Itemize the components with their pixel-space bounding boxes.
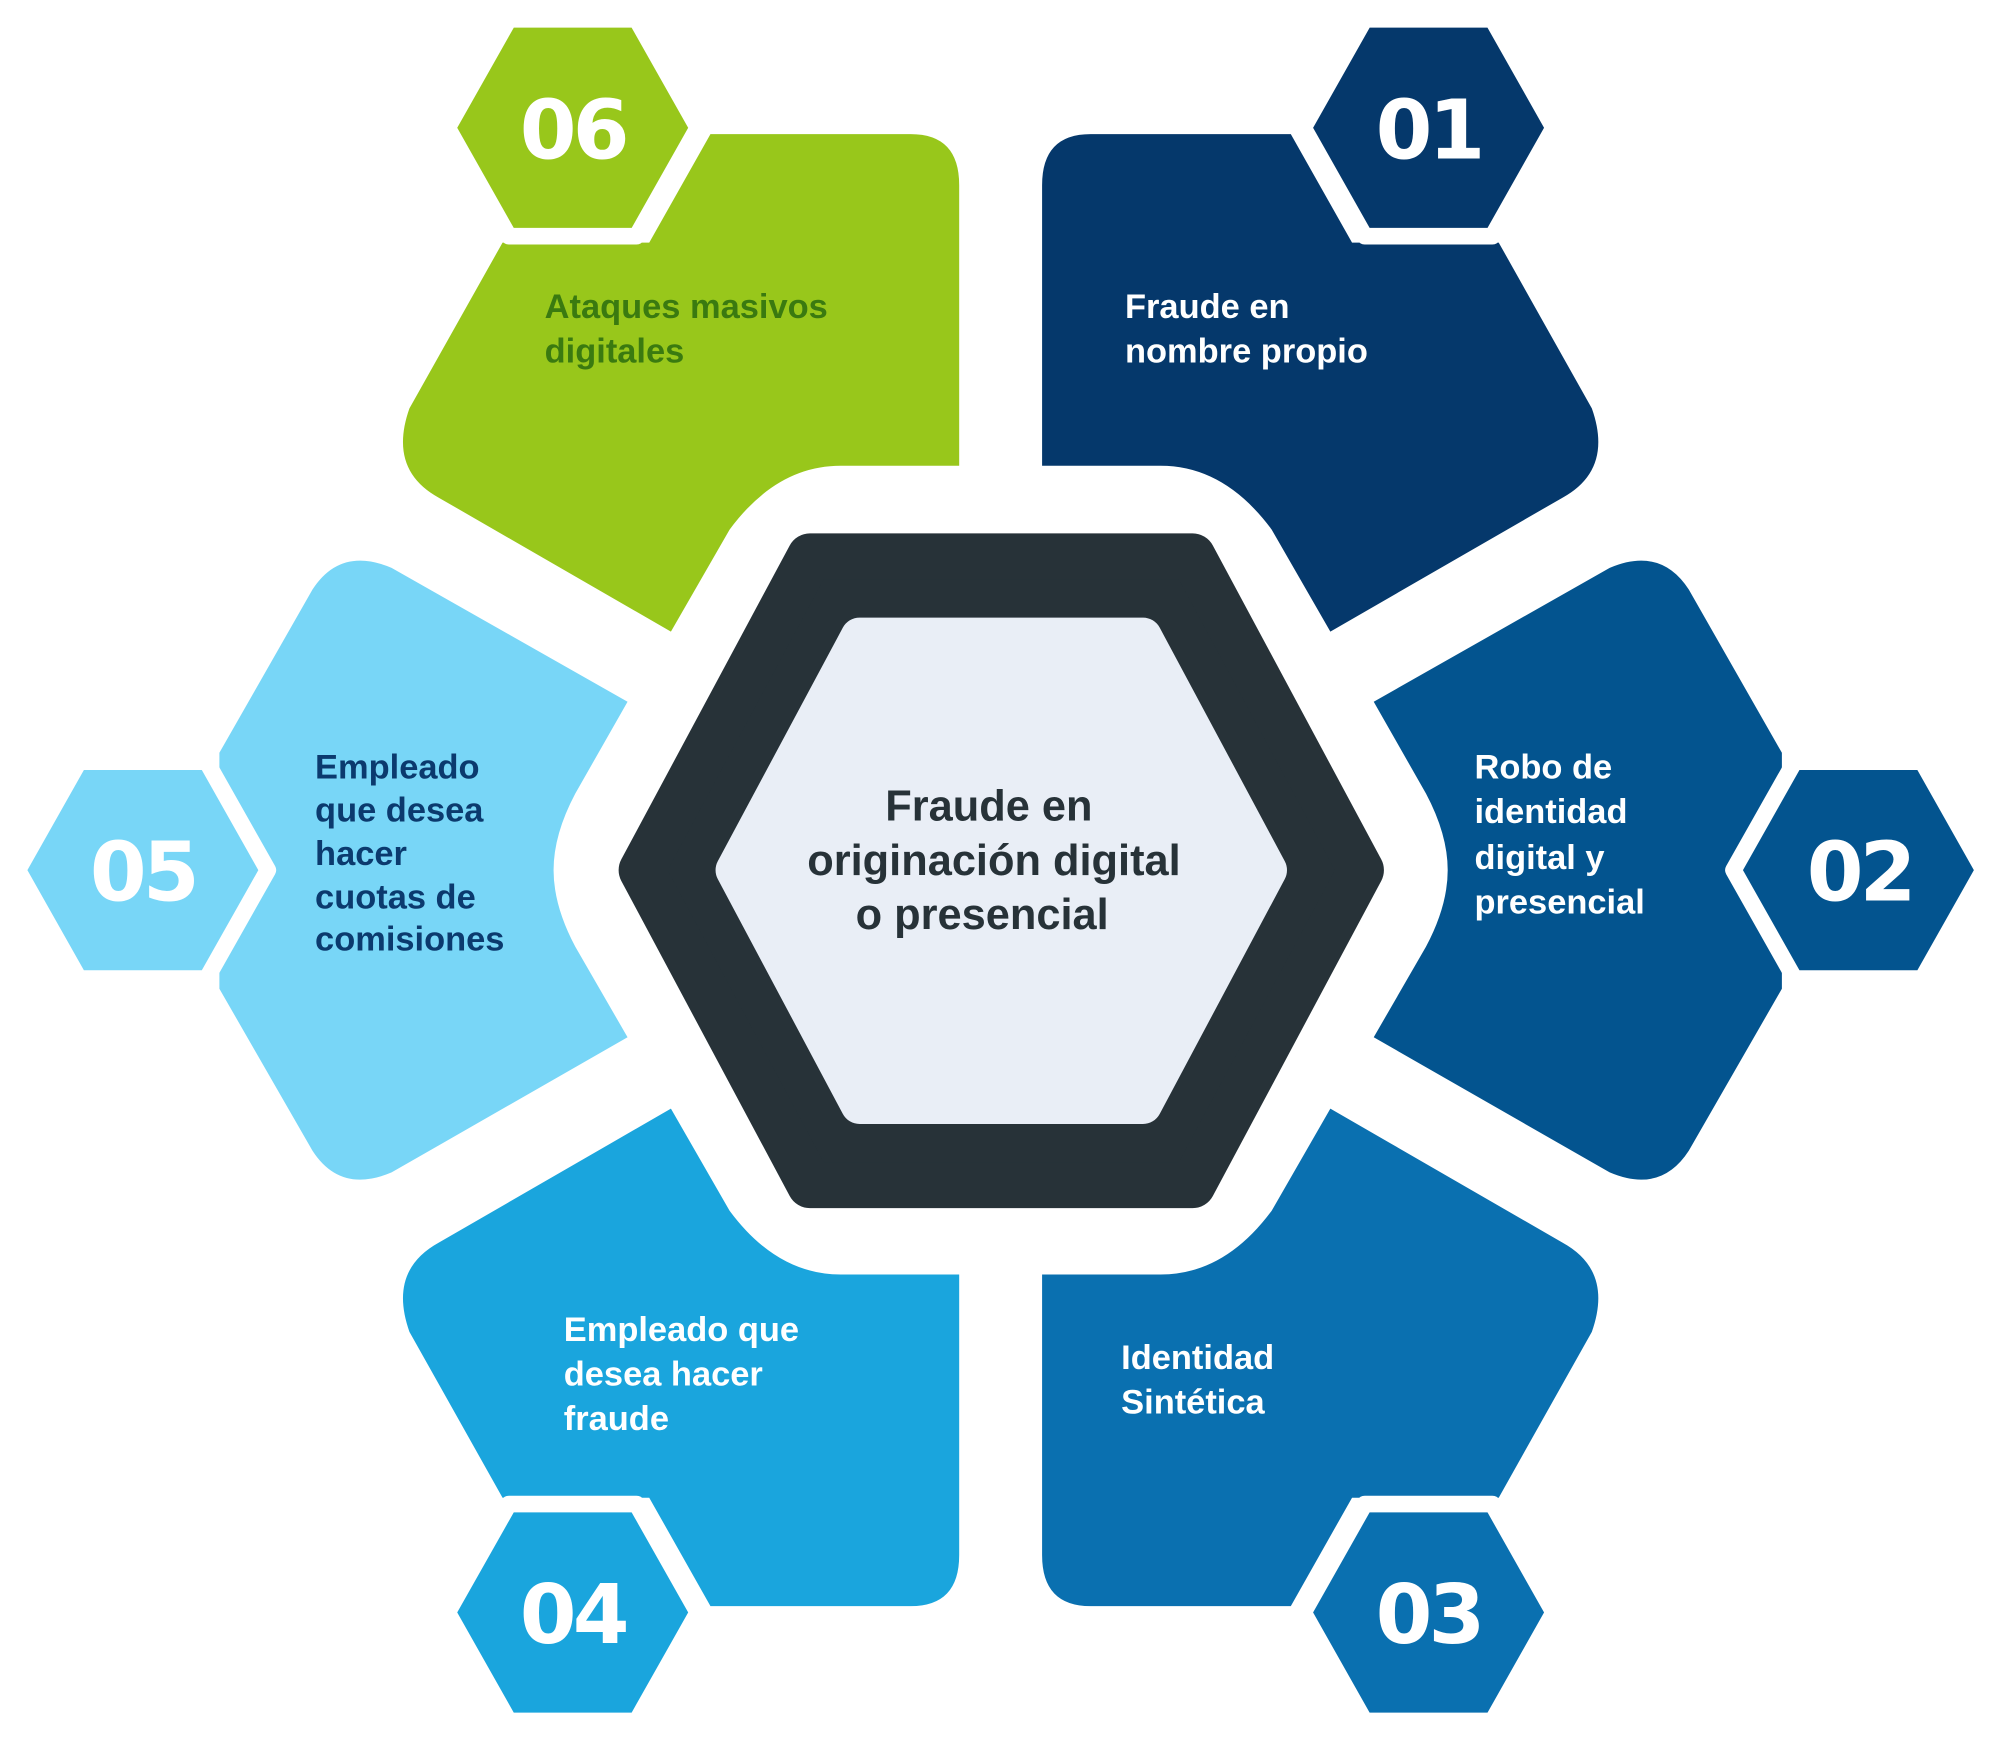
segment-02-shape	[1373, 560, 1782, 1180]
segment-06: 06 Ataques masivos digitales	[402, 11, 960, 632]
segment-02-number: 02	[1807, 826, 1913, 921]
segment-03-shape	[1042, 1108, 1599, 1607]
segment-02-number-hexagon	[1725, 753, 1992, 987]
segment-05-shape	[219, 560, 628, 1180]
segment-01-number: 01	[1376, 83, 1482, 178]
center-title: Fraude en originación digital o presenci…	[807, 782, 1192, 938]
segment-05-label: Empleado que desea hacer cuotas de comis…	[315, 748, 504, 958]
segment-03-number: 03	[1376, 1568, 1482, 1663]
segment-03-number-hexagon	[1295, 1495, 1562, 1730]
segment-01-label: Fraude en nombre propio	[1125, 288, 1368, 371]
segment-03-label: Identidad Sintética	[1121, 1339, 1284, 1422]
segment-06-number-hexagon	[439, 11, 706, 245]
segment-03: 03 Identidad Sintética	[1042, 1108, 1599, 1730]
segment-01: 01 Fraude en nombre propio	[1042, 11, 1599, 632]
segment-05: 05 Empleado que desea hacer cuotas de co…	[9, 560, 628, 1180]
segment-04-number: 04	[520, 1568, 627, 1663]
segment-02: 02 Robo de identidad digital y presencia…	[1373, 560, 1992, 1180]
segment-06-label: Ataques masivos digitales	[545, 288, 838, 371]
center-fill	[715, 617, 1287, 1124]
segment-04-number-hexagon	[439, 1495, 706, 1730]
segment-06-shape	[402, 134, 960, 632]
segment-02-label: Robo de identidad digital y presencial	[1474, 748, 1644, 921]
segment-04-label: Empleado que desea hacer fraude	[564, 1311, 809, 1438]
segment-04-shape	[402, 1108, 960, 1607]
segment-01-number-hexagon	[1295, 11, 1562, 245]
segment-01-shape	[1042, 134, 1599, 632]
segment-05-number-hexagon	[9, 753, 277, 987]
segment-05-number: 05	[90, 826, 196, 921]
segment-04: 04 Empleado que desea hacer fraude	[402, 1108, 960, 1730]
center-hexagon: Fraude en originación digital o presenci…	[618, 533, 1384, 1209]
segment-06-number: 06	[520, 83, 626, 178]
